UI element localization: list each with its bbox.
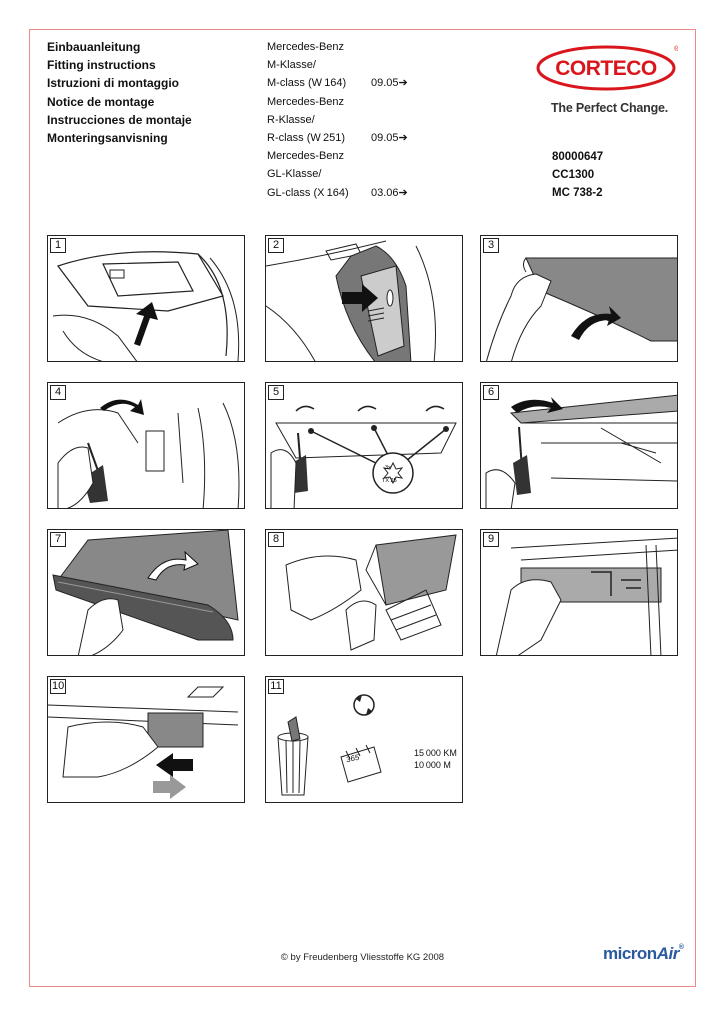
title-it: Istruzioni di montaggio bbox=[47, 76, 179, 91]
step-number: 6 bbox=[483, 385, 499, 400]
step-panel-2: 2 bbox=[265, 235, 463, 362]
model-text: R-class (W 251) bbox=[267, 131, 345, 144]
model-text: R-Klasse/ bbox=[267, 113, 315, 126]
interval-km: 15 000 KM bbox=[414, 748, 457, 758]
step-panel-11: 11 365 15 000 KM 10 000 M bbox=[265, 676, 463, 803]
model-date: 09.05➔ bbox=[371, 77, 408, 90]
interval-miles: 10 000 M bbox=[414, 760, 451, 770]
step-number: 11 bbox=[268, 679, 284, 694]
step-number: 2 bbox=[268, 238, 284, 253]
model-row: GL-class (X 164) 03.06➔ bbox=[267, 184, 417, 202]
corteco-logo: CORTECO ® bbox=[536, 45, 678, 91]
corteco-logo-text: CORTECO bbox=[555, 57, 657, 80]
step-number: 4 bbox=[50, 385, 66, 400]
rotate-arrow-icon bbox=[147, 550, 199, 581]
step-panel-10: 10 bbox=[47, 676, 245, 803]
rotate-arrow-icon bbox=[511, 397, 563, 413]
rotate-arrow-icon bbox=[571, 306, 621, 340]
step-10-illustration bbox=[48, 686, 239, 799]
model-row: M-class (W 164) 09.05➔ bbox=[267, 74, 417, 92]
step-11-illustration bbox=[277, 694, 382, 796]
step-2-illustration bbox=[266, 240, 436, 361]
model-text: GL-class (X 164) bbox=[267, 186, 349, 199]
model-text: Mercedes-Benz bbox=[267, 41, 345, 53]
step-number: 9 bbox=[483, 532, 499, 547]
model-row: Mercedes-Benz bbox=[267, 147, 417, 165]
page-frame bbox=[29, 29, 696, 987]
torx-count: 3x bbox=[385, 465, 391, 471]
step-number: 3 bbox=[483, 238, 499, 253]
step-6-illustration bbox=[485, 394, 677, 508]
vehicle-model-list: Mercedes-Benz M-Klasse/ M-class (W 164) 0… bbox=[267, 38, 417, 202]
model-row: R-class (W 251) 09.05➔ bbox=[267, 129, 417, 147]
step-panel-8: 8 bbox=[265, 529, 463, 656]
model-row: R-Klasse/ bbox=[267, 111, 417, 129]
step-number: 8 bbox=[268, 532, 284, 547]
step-panel-4: 4 bbox=[47, 382, 245, 509]
micronair-registered-mark: ® bbox=[678, 944, 684, 951]
arrow-left-icon bbox=[156, 753, 193, 777]
title-de: Einbauanleitung bbox=[47, 40, 141, 54]
model-text: Mercedes-Benz bbox=[267, 150, 345, 163]
step-7-illustration bbox=[52, 530, 239, 655]
title-sv: Monteringsanvisning bbox=[47, 130, 168, 145]
step-number: 1 bbox=[50, 238, 66, 253]
step-panel-9: 9 bbox=[480, 529, 678, 656]
corteco-code: CC1300 bbox=[552, 169, 595, 182]
trash-bin-icon bbox=[277, 716, 309, 796]
title-list: Einbauanleitung Fitting instructions Ist… bbox=[47, 38, 192, 147]
model-row: M-Klasse/ bbox=[267, 56, 417, 74]
model-text: M-Klasse/ bbox=[267, 59, 316, 72]
copyright-footer: © by Freudenberg Vliesstoffe KG 2008 bbox=[280, 952, 445, 963]
arrow-right-icon bbox=[153, 775, 186, 799]
step-panel-5: 5 3x TX 25 bbox=[265, 382, 463, 509]
recycle-icon bbox=[353, 694, 375, 716]
part-codes: 80000647 CC1300 MC 738-2 bbox=[552, 148, 603, 203]
step-5-illustration: 3x TX 25 bbox=[270, 405, 457, 508]
torx-label: TX 25 bbox=[382, 478, 397, 484]
arrow-right-icon bbox=[342, 284, 378, 312]
part-number: 80000647 bbox=[552, 151, 604, 163]
model-date: 03.06➔ bbox=[371, 186, 408, 199]
step-number: 10 bbox=[50, 679, 67, 694]
model-row: GL-Klasse/ bbox=[267, 165, 417, 183]
title-es: Instrucciones de montaje bbox=[47, 112, 192, 127]
model-text: Mercedes-Benz bbox=[267, 95, 345, 108]
model-text: M-class (W 164) bbox=[267, 77, 347, 90]
step-number: 5 bbox=[268, 385, 284, 400]
title-en: Fitting instructions bbox=[47, 58, 156, 73]
step-panel-1: 1 bbox=[47, 235, 245, 362]
mc-code: MC 738-2 bbox=[552, 187, 603, 200]
arrow-up-icon bbox=[134, 302, 158, 346]
service-interval: 15 000 KM 10 000 M bbox=[414, 747, 457, 771]
step-8-illustration bbox=[285, 534, 457, 651]
brand-tagline: The Perfect Change. bbox=[551, 101, 669, 115]
rotate-arrow-icon bbox=[100, 399, 144, 415]
step-number: 7 bbox=[50, 532, 66, 547]
model-text: GL-Klasse/ bbox=[267, 168, 322, 181]
model-row: Mercedes-Benz bbox=[267, 38, 417, 56]
step-4-illustration bbox=[57, 399, 240, 508]
step-1-illustration bbox=[52, 251, 240, 361]
micronair-logo-part-b: Air bbox=[656, 944, 680, 963]
calendar-icon bbox=[340, 744, 382, 783]
micronair-logo: micronAir® bbox=[603, 944, 684, 964]
registered-mark: ® bbox=[674, 45, 678, 53]
model-date: 09.05➔ bbox=[371, 131, 408, 144]
step-panel-7: 7 bbox=[47, 529, 245, 656]
torx-bit-icon bbox=[372, 452, 414, 494]
step-3-illustration bbox=[486, 257, 677, 361]
model-row: Mercedes-Benz bbox=[267, 93, 417, 111]
step-9-illustration bbox=[495, 537, 677, 655]
step-panel-6: 6 bbox=[480, 382, 678, 509]
step-panel-3: 3 bbox=[480, 235, 678, 362]
title-fr: Notice de montage bbox=[47, 94, 155, 109]
micronair-logo-part-a: micron bbox=[603, 944, 657, 963]
